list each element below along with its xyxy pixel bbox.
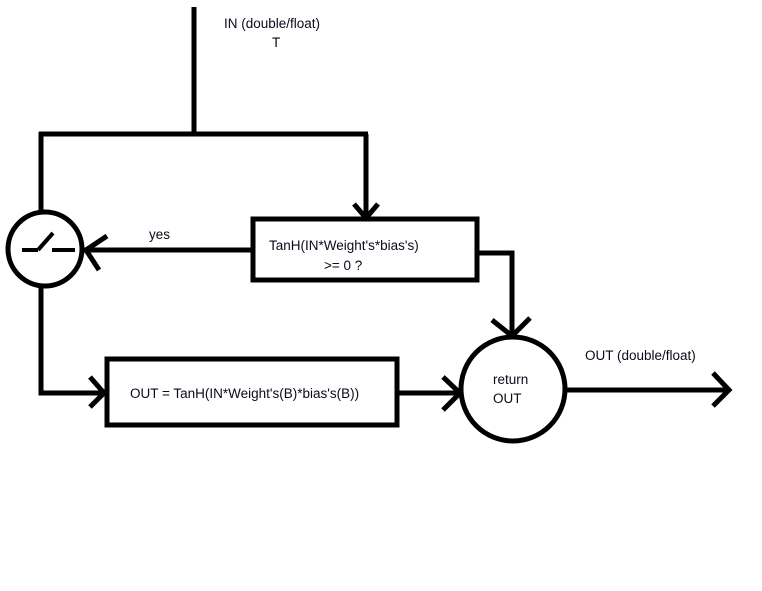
return-text-line2: OUT	[493, 391, 522, 406]
switch-node	[5, 209, 85, 289]
return-text-line1: return	[493, 372, 528, 387]
to-compute-line	[38, 286, 104, 396]
condition-text-line1: TanH(IN*Weight's*bias's)	[269, 238, 419, 253]
condition-text-line2: >= 0 ?	[324, 258, 362, 273]
return-node	[458, 334, 568, 444]
to-compute-arrowhead	[88, 375, 108, 409]
switch-icon	[22, 231, 75, 252]
output-arrowhead	[711, 371, 733, 408]
condition-to-return-line	[477, 250, 515, 336]
yes-label: yes	[149, 227, 170, 242]
input-type-label: T	[272, 35, 280, 50]
compute-text: OUT = TanH(IN*Weight's(B)*bias's(B))	[130, 386, 359, 401]
input-label: IN (double/float)	[224, 16, 320, 31]
output-label: OUT (double/float)	[585, 348, 696, 363]
yes-arrowhead	[82, 233, 109, 272]
